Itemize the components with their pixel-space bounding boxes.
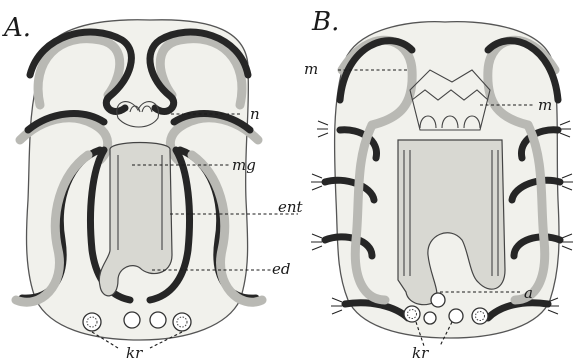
panel-a-kr-cell-2 <box>124 312 140 328</box>
panel-a-label-kr: kr <box>126 344 143 361</box>
panel-b-kr-cell-3 <box>449 309 463 323</box>
panel-a-label-n: n <box>250 105 260 123</box>
panel-b-label-m-right: m <box>538 96 552 114</box>
panel-b-label-m-left: m <box>304 60 318 78</box>
panel-a: A. <box>2 13 304 361</box>
panel-b-kr-cell-2 <box>431 293 445 307</box>
panel-a-label-ed: ed <box>272 260 290 278</box>
panel-a-kr-cell-4 <box>173 313 191 331</box>
panel-a-label-mg: mg <box>232 156 256 174</box>
panel-b-kr-cell-4 <box>472 308 488 324</box>
panel-b-kr-cell-1 <box>404 306 420 322</box>
panel-b-kr-cell-5 <box>424 312 436 324</box>
panel-b: B. <box>304 7 573 361</box>
panel-a-letter: A. <box>2 13 31 43</box>
panel-b-letter: B. <box>311 7 339 37</box>
panel-a-kr-cell-3 <box>150 312 166 328</box>
panel-b-label-a: a <box>524 284 533 302</box>
panel-b-label-kr: kr <box>412 344 429 361</box>
panel-a-kr-cell-1 <box>83 313 101 331</box>
panel-a-label-ent: ent <box>278 198 304 216</box>
